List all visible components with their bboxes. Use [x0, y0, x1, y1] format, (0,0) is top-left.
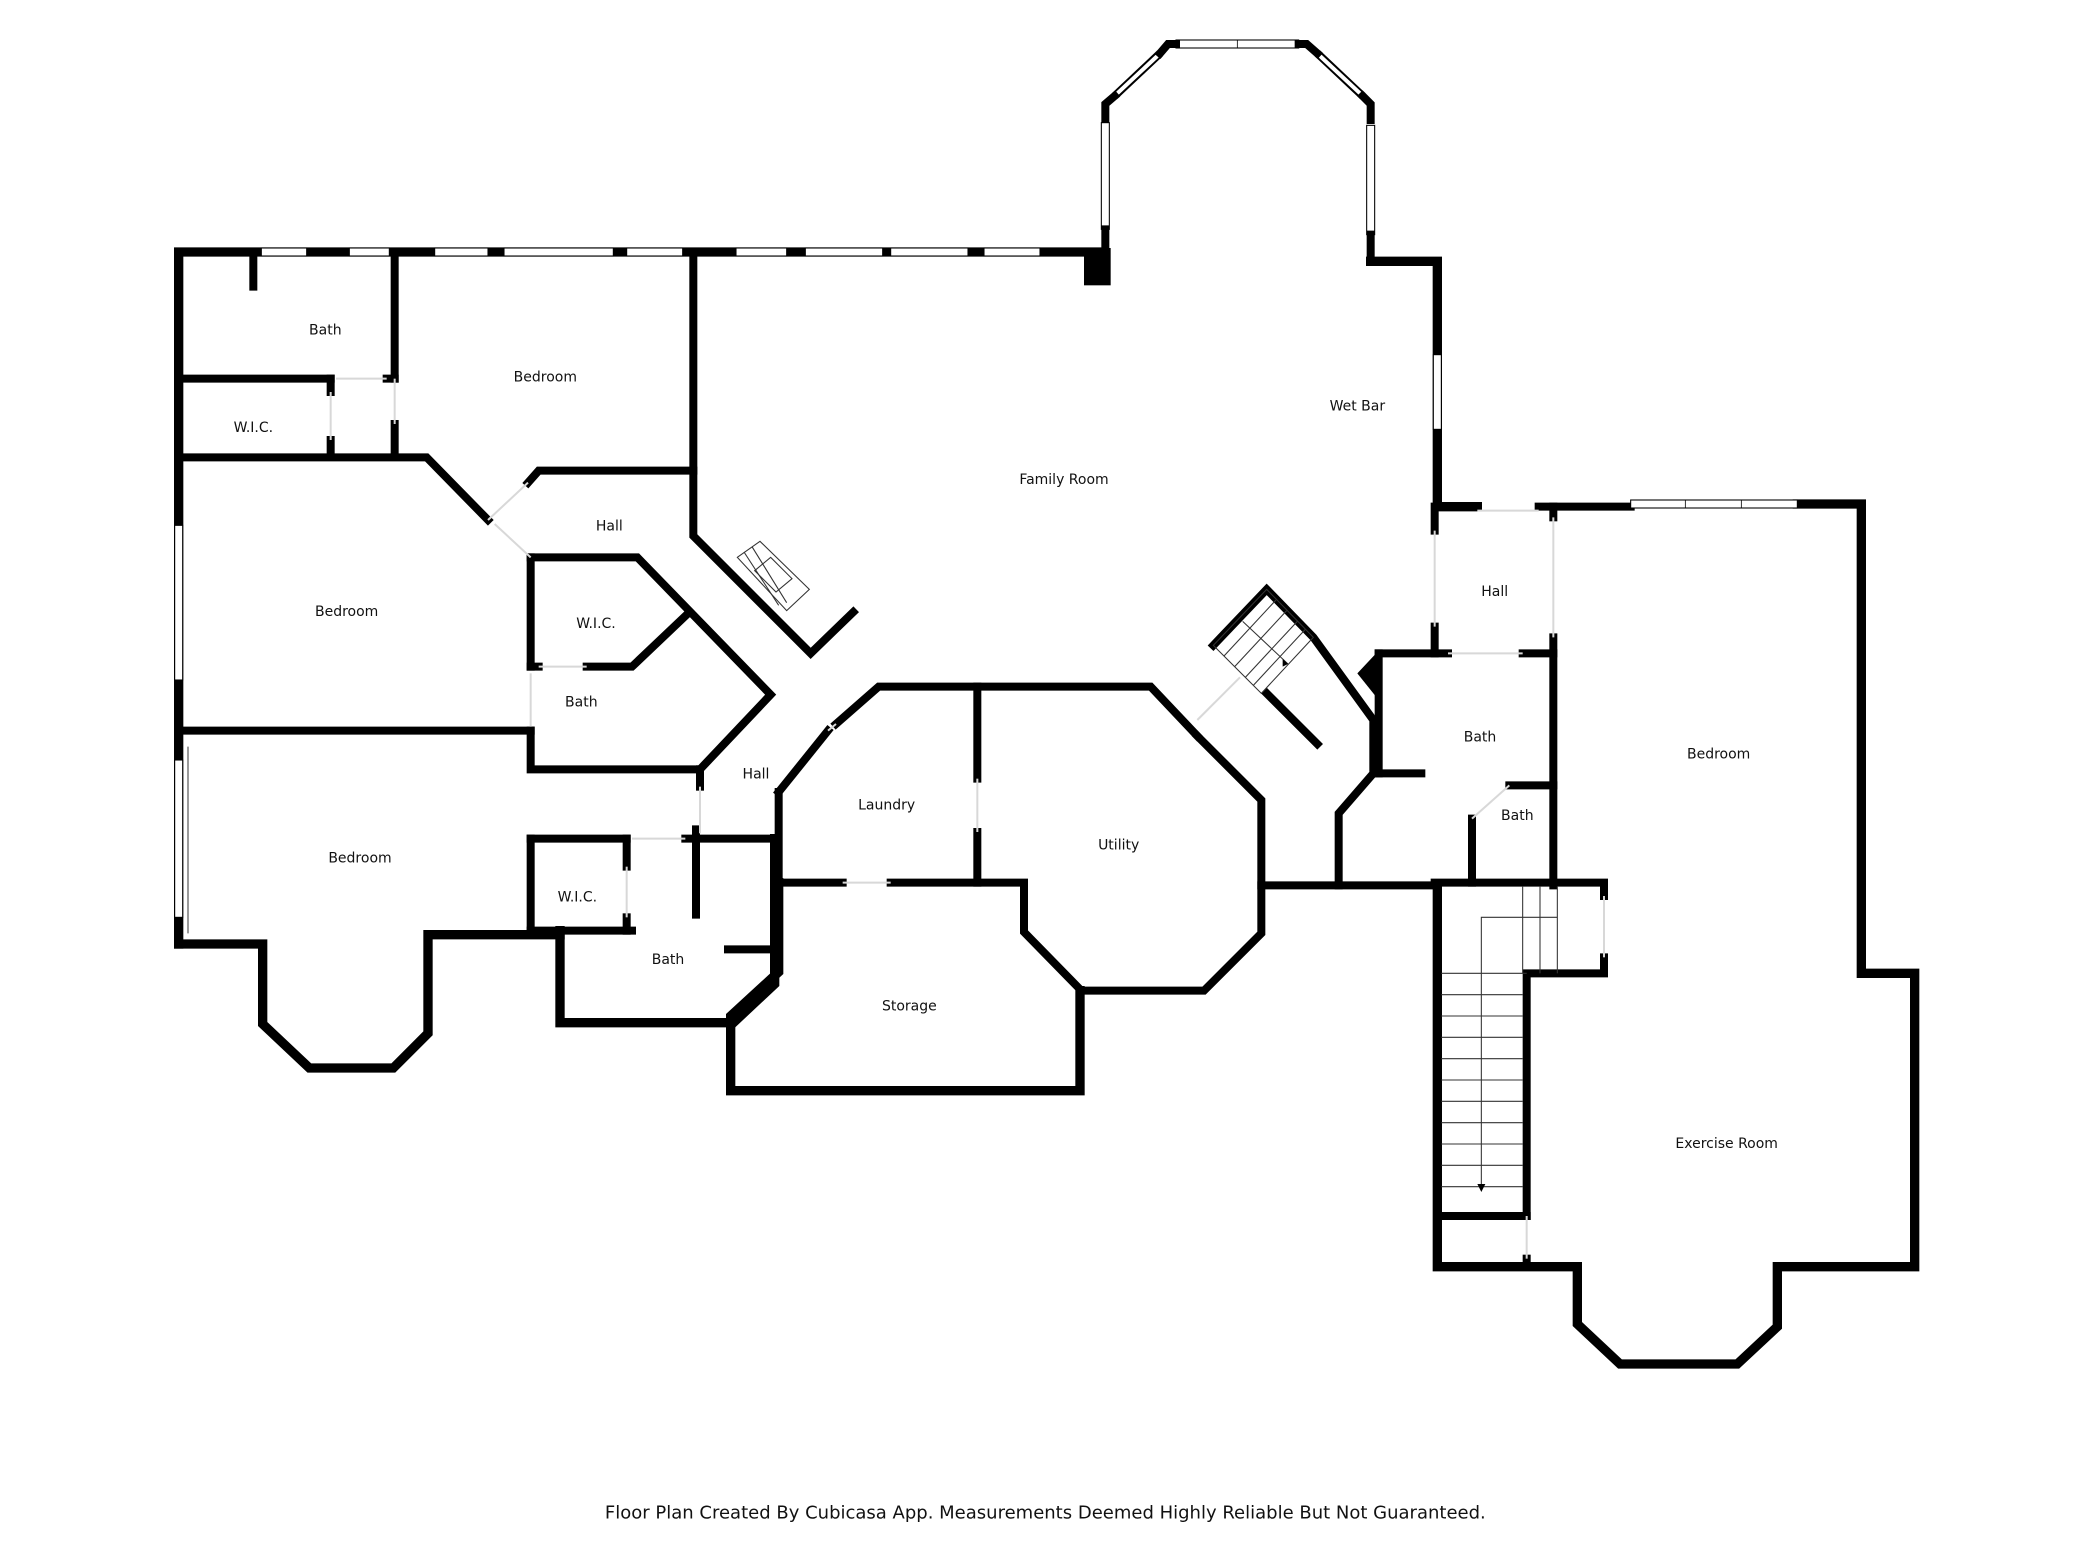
room-label-utility: Utility — [1098, 837, 1139, 853]
room-label-bedroom: Bedroom — [328, 851, 391, 867]
room-labels: Bath Bedroom W.I.C. Hall Bedroom W.I.C. … — [234, 323, 1778, 1152]
room-label-wic: W.I.C. — [576, 616, 616, 632]
doorways — [329, 377, 1605, 1259]
footer-disclaimer: Floor Plan Created By Cubicasa App. Meas… — [605, 1502, 1486, 1523]
stair-arrow-icon — [1282, 658, 1288, 667]
room-label-storage: Storage — [882, 999, 937, 1015]
room-label-family-room: Family Room — [1019, 472, 1108, 488]
stair-arrow-icon — [1477, 1184, 1486, 1192]
stairs-family-room — [1212, 588, 1315, 695]
windows — [174, 39, 1798, 934]
room-label-wic: W.I.C. — [558, 889, 598, 905]
fireplace-hatch — [736, 540, 811, 612]
room-label-bath: Bath — [1464, 729, 1497, 745]
room-label-wic: W.I.C. — [234, 420, 274, 436]
walls — [174, 247, 1920, 1369]
room-label-bedroom: Bedroom — [514, 369, 577, 385]
room-label-bath: Bath — [565, 695, 598, 711]
room-label-bath: Bath — [652, 952, 685, 968]
room-label-bedroom: Bedroom — [1687, 747, 1750, 763]
room-label-bedroom: Bedroom — [315, 604, 378, 620]
room-label-wet-bar: Wet Bar — [1330, 399, 1386, 415]
room-label-exercise-room: Exercise Room — [1675, 1136, 1778, 1152]
room-label-hall: Hall — [596, 519, 623, 535]
room-label-hall: Hall — [1481, 584, 1508, 600]
room-label-hall: Hall — [743, 767, 770, 783]
room-label-bath: Bath — [1501, 808, 1534, 824]
room-label-laundry: Laundry — [858, 797, 915, 813]
stairs-lower — [1441, 886, 1558, 1192]
room-label-bath: Bath — [309, 323, 342, 339]
